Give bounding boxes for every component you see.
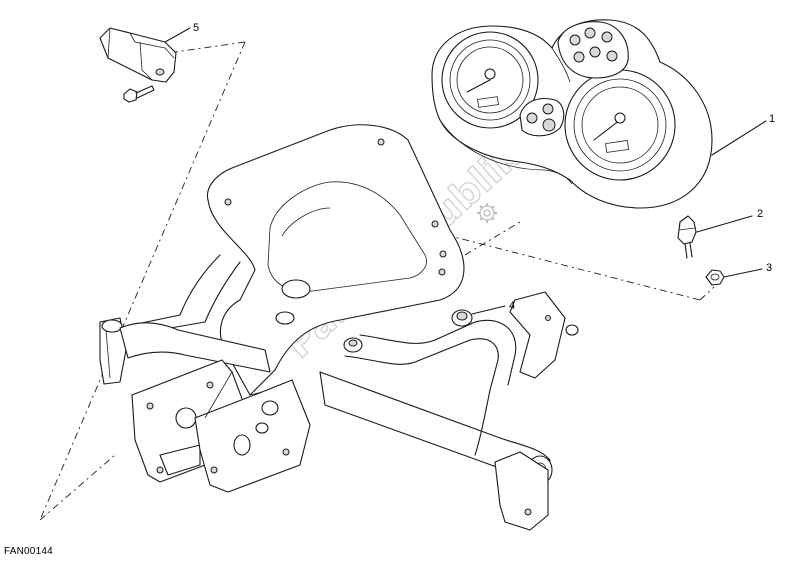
- part-4-grommet: [343, 305, 506, 353]
- callout-1: 1: [769, 113, 775, 125]
- callout-2: 2: [757, 208, 763, 220]
- part-5-bolt: [123, 85, 155, 103]
- callout-5: 5: [193, 22, 199, 34]
- callout-5-leader: [164, 27, 191, 43]
- callout-labels: 1 2 3 4 5: [164, 22, 775, 312]
- gear-icon: [477, 203, 497, 223]
- callout-3: 3: [766, 262, 772, 274]
- headlight-support-frame: [99, 124, 579, 531]
- part-1-instrument-cluster: [431, 19, 767, 209]
- callout-4: 4: [509, 300, 515, 312]
- part-5-bracket-plate: [99, 27, 177, 83]
- part-2-sensor: [677, 215, 753, 259]
- part-3-washer: [705, 268, 763, 286]
- drawing-code: FAN00144: [4, 546, 53, 557]
